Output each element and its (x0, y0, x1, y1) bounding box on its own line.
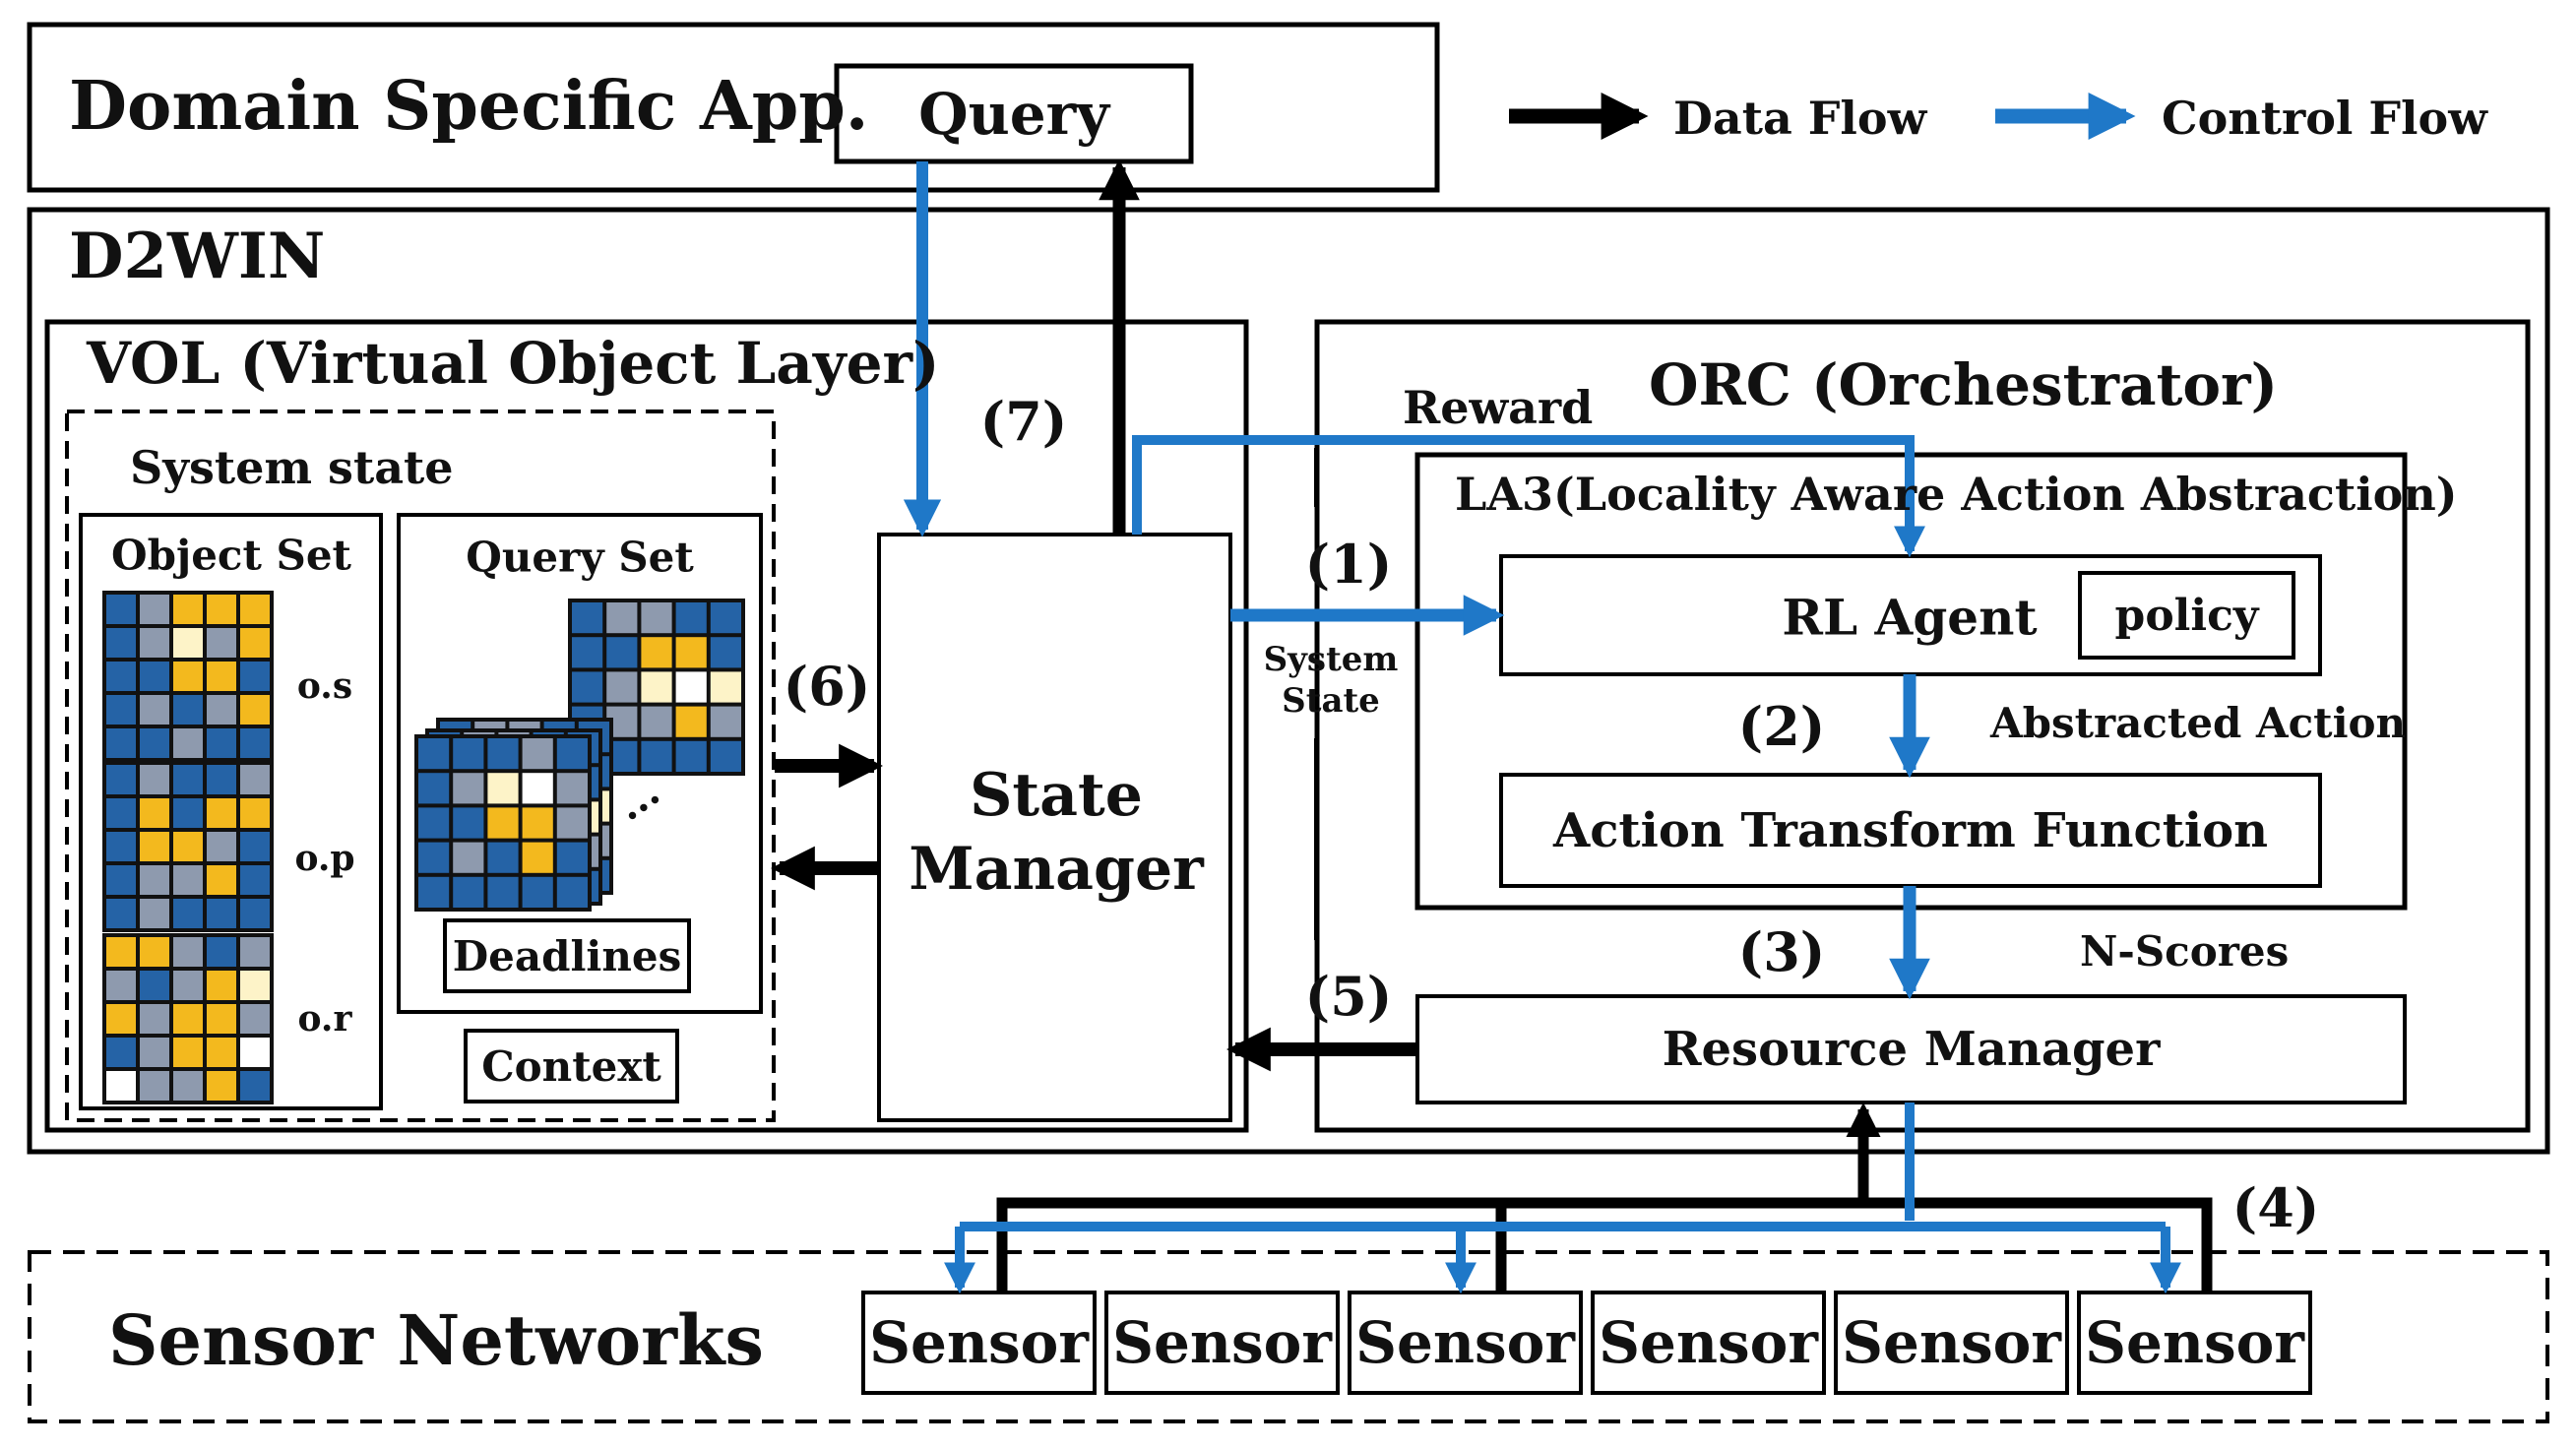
system-state-label-line1: System (1263, 640, 1399, 679)
vol-title: VOL (Virtual Object Layer) (87, 330, 940, 397)
query-set-box (397, 513, 763, 1014)
object-grid-or (102, 933, 274, 1104)
state-manager-label-line1: State (970, 761, 1143, 830)
abstracted-action-label: Abstracted Action (1990, 699, 2407, 747)
sensor-box-3 (1348, 1291, 1583, 1395)
sensor-label-2[interactable]: Sensor (1112, 1309, 1332, 1376)
sensor-box-2 (1104, 1291, 1340, 1395)
sensor-box-4 (1591, 1291, 1826, 1395)
sensor-label-6[interactable]: Sensor (2085, 1309, 2304, 1376)
orc-title: ORC (Orchestrator) (1649, 351, 2279, 418)
sensor-label-4[interactable]: Sensor (1599, 1309, 1818, 1376)
sensor-networks-box (28, 1250, 2549, 1423)
query-label[interactable]: Query (918, 80, 1109, 148)
legend-data-flow-label: Data Flow (1673, 92, 1927, 145)
rl-agent-label[interactable]: RL Agent (1782, 588, 2038, 647)
action-transform-box (1499, 773, 2322, 888)
la3-title: LA3(Locality Aware Action Abstraction) (1455, 468, 2458, 521)
resource-manager-label[interactable]: Resource Manager (1662, 1022, 2161, 1077)
system-state-title: System state (130, 441, 454, 494)
domain-app-box (27, 22, 1440, 193)
object-set-box (79, 513, 383, 1110)
orc-box (1314, 319, 2531, 1133)
deadlines-box (443, 918, 691, 993)
vol-box (44, 319, 1249, 1133)
deadlines-label: Deadlines (452, 931, 682, 980)
row-label-or: o.r (297, 998, 352, 1040)
step-4-label: (4) (2231, 1176, 2320, 1239)
step-5-label: (5) (1304, 965, 1393, 1028)
policy-label: policy (2114, 590, 2259, 641)
sensor-box-6 (2077, 1291, 2312, 1395)
system-state-label-line2: State (1282, 681, 1380, 721)
step-2-label: (2) (1737, 695, 1826, 758)
sensor-label-3[interactable]: Sensor (1355, 1309, 1575, 1376)
row-label-os: o.s (296, 665, 353, 707)
system-state-box (65, 410, 776, 1122)
sensor-control-flow (943, 1103, 2182, 1294)
query-set-title: Query Set (466, 533, 694, 582)
state-manager-label-line2: Manager (909, 835, 1204, 904)
legend-control-flow-label: Control Flow (2162, 92, 2487, 145)
object-grid-op (102, 761, 274, 932)
step-3-label: (3) (1737, 920, 1826, 983)
sensor-boxes (861, 1291, 2312, 1395)
d2win-title: D2WIN (69, 220, 326, 293)
state-manager-box (877, 533, 1232, 1122)
domain-app-title: Domain Specific App. (69, 67, 869, 146)
object-set-title: Object Set (111, 531, 351, 580)
sensor-label-5[interactable]: Sensor (1842, 1309, 2061, 1376)
step-6-label: (6) (783, 655, 871, 718)
sensor-data-flow (996, 1102, 2213, 1292)
sensor-box-1 (861, 1291, 1097, 1395)
sensor-label-1[interactable]: Sensor (869, 1309, 1089, 1376)
row-label-op: o.p (294, 838, 355, 879)
reward-arrow (1132, 435, 1926, 558)
step-1-label: (1) (1304, 533, 1393, 596)
d2win-box (27, 207, 2550, 1155)
n-scores-label: N-Scores (2080, 927, 2290, 976)
policy-box (2078, 571, 2295, 660)
context-label: Context (481, 1041, 661, 1091)
action-transform-label[interactable]: Action Transform Function (1552, 802, 2269, 858)
context-box (464, 1029, 679, 1103)
object-grid-os (102, 591, 274, 762)
sensor-networks-title: Sensor Networks (108, 1299, 764, 1381)
reward-label: Reward (1403, 381, 1594, 434)
query-box (834, 63, 1194, 164)
query-grid-front (414, 734, 592, 912)
step-7-label: (7) (979, 390, 1068, 453)
sensor-box-5 (1834, 1291, 2069, 1395)
